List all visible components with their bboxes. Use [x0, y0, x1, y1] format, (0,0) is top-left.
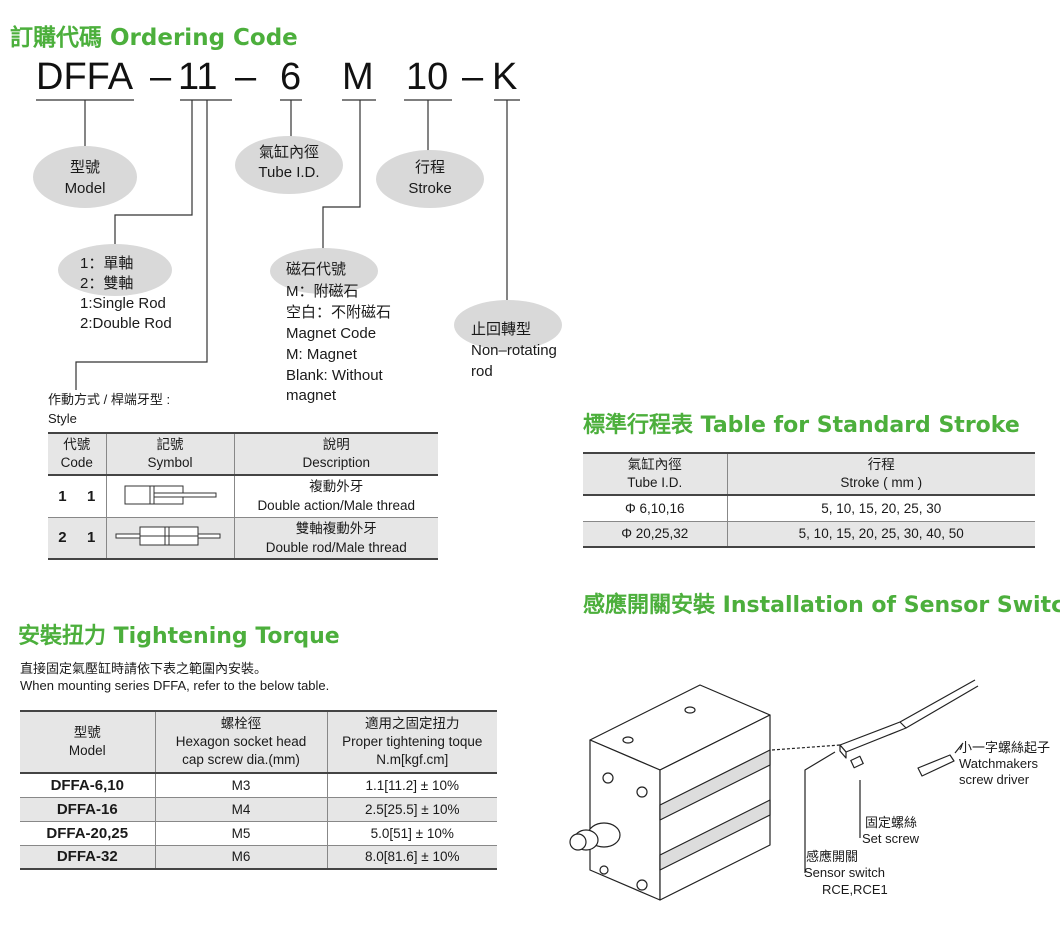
- setscrew-label-en: Set screw: [862, 831, 920, 846]
- rod-single-zh: 1：單軸: [80, 255, 134, 272]
- code-dash-3: –: [462, 56, 484, 98]
- style-code-4: 1: [86, 529, 96, 547]
- table-row: 1 1 複動外牙 Double action/Male thread: [48, 475, 438, 517]
- rod-ellipse: [58, 244, 172, 296]
- model-ellipse: [33, 146, 137, 208]
- torque-note-zh: 直接固定氣壓缸時請依下表之範圍內安裝。: [20, 661, 268, 676]
- nonrot-en: Non–rotating: [471, 342, 557, 359]
- magnet-blank-en-2: magnet: [286, 387, 337, 404]
- stroke-table-title: 標準行程表 Table for Standard Stroke: [583, 413, 1020, 438]
- driver-label-zh: 小一字螺絲起子: [959, 740, 1051, 755]
- switch-label-en: Sensor switch: [804, 865, 885, 880]
- magnet-m-en: M: Magnet: [286, 346, 357, 363]
- table-row: DFFA-20,25 M5 5.0[51] ± 10%: [20, 821, 497, 845]
- torque-value-1: 1.1[11.2] ± 10%: [365, 777, 459, 793]
- torque-screw-2: M4: [155, 797, 328, 821]
- tube-label-en: Tube I.D.: [258, 164, 320, 181]
- model-label-en: Model: [64, 180, 106, 197]
- sensor-installation-drawing: [569, 679, 979, 901]
- style-code-3: 2: [58, 529, 67, 547]
- code-tube: 6: [280, 56, 302, 98]
- code-dash-2: –: [235, 56, 257, 98]
- stroke-tube-1: Φ 6,10,16: [583, 495, 728, 521]
- single-rod-symbol: [124, 485, 217, 505]
- style-code-1: 1: [58, 487, 67, 505]
- torque-value-3: 5.0[51] ± 10%: [370, 825, 454, 841]
- code-nonrotating: K: [492, 56, 518, 98]
- stroke-values-2: 5, 10, 15, 20, 25, 30, 40, 50: [727, 521, 1035, 547]
- setscrew-label-zh: 固定螺絲: [865, 815, 918, 830]
- style-desc-en-2: Double rod/Male thread: [265, 539, 407, 555]
- magnet-blank-en: Blank: Without: [286, 367, 383, 384]
- ordering-connector-lines: [36, 99, 520, 390]
- stroke-label-zh: 行程: [414, 159, 445, 176]
- style-desc-zh-2: 雙軸複動外牙: [295, 520, 377, 536]
- switch-label-zh: 感應開關: [806, 849, 859, 864]
- nonrot-zh: 止回轉型: [471, 321, 532, 338]
- table-row: Φ 20,25,32 5, 10, 15, 20, 25, 30, 40, 50: [583, 521, 1035, 547]
- table-row: 2 1 雙軸複動外牙 Double rod/Male threa: [48, 517, 438, 559]
- code-dash-1: –: [150, 56, 172, 98]
- rod-double-en: 2:Double Rod: [80, 315, 172, 332]
- magnet-blank-zh: 空白：不附磁石: [286, 304, 392, 321]
- style-code-2: 1: [86, 487, 96, 505]
- torque-value-4: 8.0[81.6] ± 10%: [327, 845, 497, 869]
- model-label-zh: 型號: [69, 159, 100, 176]
- magnet-ellipse: [270, 248, 378, 294]
- torque-model-1: DFFA-6,10: [20, 773, 156, 797]
- stroke-ellipse: [376, 150, 484, 208]
- table-row: DFFA-16 M4 2.5[25.5] ± 10%: [20, 797, 497, 821]
- stroke-label-en: Stroke: [408, 180, 452, 197]
- torque-screw-1: M3: [155, 773, 328, 797]
- stroke-values-1: 5, 10, 15, 20, 25, 30: [821, 500, 942, 516]
- torque-title: 安裝扭力 Tightening Torque: [18, 624, 340, 649]
- style-label-en: Style: [48, 411, 77, 426]
- tube-label-zh: 氣缸內徑: [258, 144, 319, 161]
- magnet-m-zh: M：附磁石: [286, 283, 359, 300]
- code-stroke: 10: [406, 56, 449, 98]
- driver-label-en-2: screw driver: [959, 772, 1030, 787]
- torque-value-2: 2.5[25.5] ± 10%: [327, 797, 497, 821]
- tube-ellipse: [235, 136, 343, 194]
- magnet-title-zh: 磁石代號: [286, 261, 347, 278]
- torque-model-4: DFFA-32: [20, 845, 156, 869]
- torque-screw-3: M5: [155, 821, 328, 845]
- style-desc-zh-1: 複動外牙: [309, 479, 364, 495]
- style-desc-en-1: Double action/Male thread: [257, 498, 416, 514]
- double-rod-symbol: [115, 526, 221, 546]
- code-magnet: M: [342, 56, 374, 98]
- driver-label-en-1: Watchmakers: [959, 756, 1038, 771]
- nonrot-ellipse: [454, 300, 562, 350]
- torque-screw-4: M6: [155, 845, 328, 869]
- magnet-title-en: Magnet Code: [286, 325, 377, 342]
- torque-note-en: When mounting series DFFA, refer to the …: [20, 678, 330, 693]
- rod-single-en: 1:Single Rod: [80, 295, 166, 312]
- torque-model-2: DFFA-16: [20, 797, 156, 821]
- stroke-tube-2: Φ 20,25,32: [583, 521, 728, 547]
- switch-models: RCE,RCE1: [822, 882, 888, 897]
- nonrot-en-2: rod: [471, 363, 493, 380]
- table-row: DFFA-6,10 M3 1.1[11.2] ± 10%: [20, 773, 497, 797]
- code-model: DFFA: [36, 56, 134, 98]
- ordering-title: 訂購代碼 Ordering Code: [10, 25, 298, 51]
- rod-double-zh: 2：雙軸: [80, 275, 134, 292]
- style-label-zh: 作動方式 / 桿端牙型 :: [48, 392, 171, 407]
- code-style: 11: [178, 56, 218, 98]
- table-row: DFFA-32 M6 8.0[81.6] ± 10%: [20, 845, 497, 869]
- torque-model-3: DFFA-20,25: [20, 821, 156, 845]
- sensor-title: 感應開關安裝 Installation of Sensor Switch: [583, 593, 1060, 618]
- table-row: Φ 6,10,16 5, 10, 15, 20, 25, 30: [583, 495, 1035, 521]
